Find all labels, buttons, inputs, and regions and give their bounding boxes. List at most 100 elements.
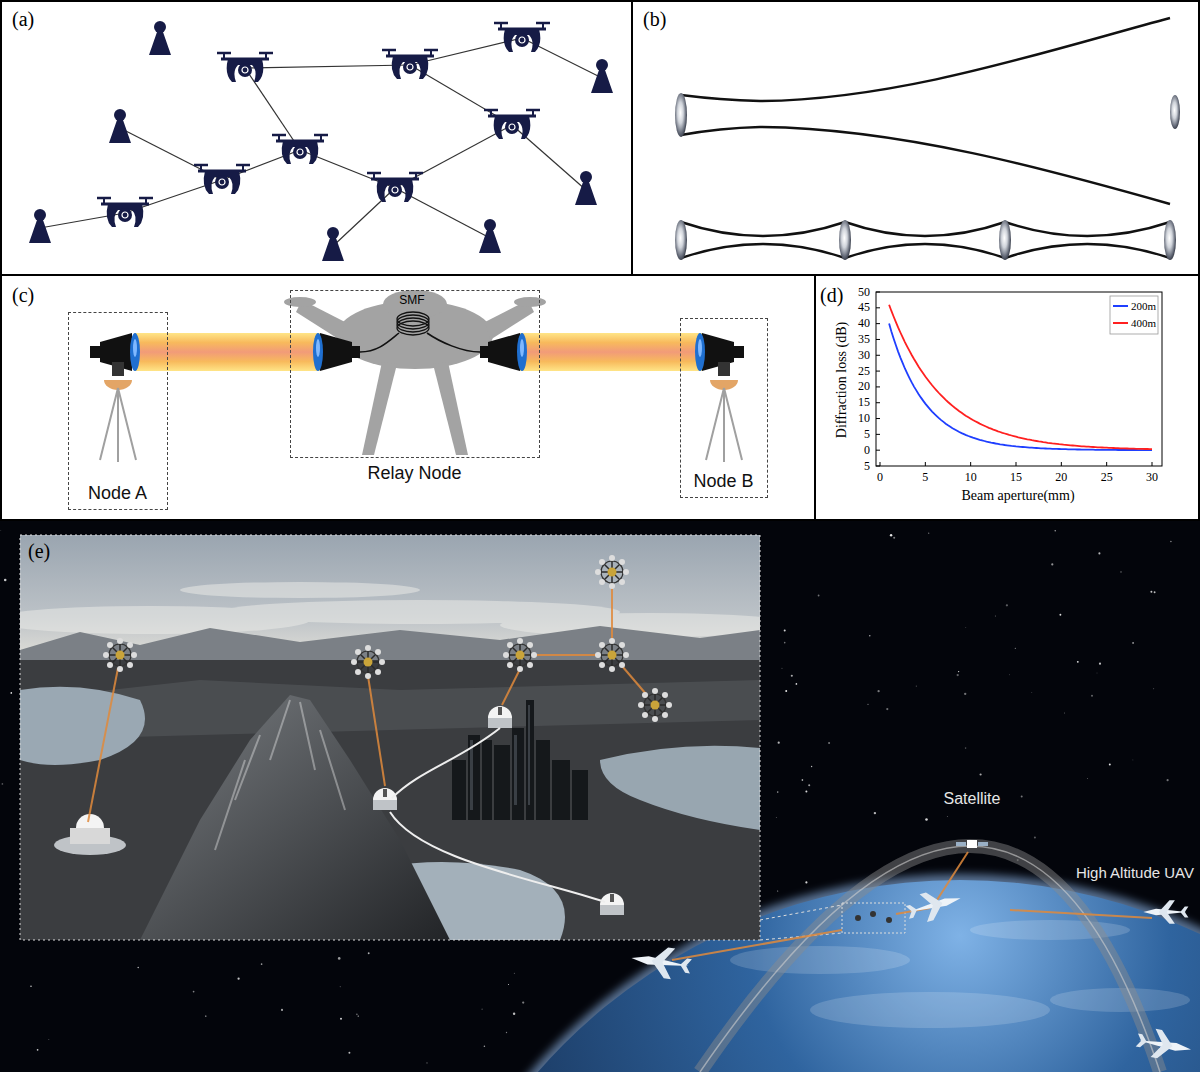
x-tick-label: 15: [1010, 470, 1022, 485]
tripods-part: [718, 362, 730, 376]
space-scene-part-part: [1150, 591, 1152, 593]
space-scene-part-part: [4, 579, 7, 582]
chart-frame-part-part: [876, 434, 880, 435]
telescopes-part: [480, 346, 488, 358]
network-links-part: [245, 65, 410, 68]
space-scene-part-part: [1098, 552, 1100, 554]
space-scene-part-part: [916, 686, 917, 687]
chart-frame-part: [1113, 305, 1128, 307]
space-scene-part-part: [522, 1001, 524, 1003]
scene-label: Satellite: [944, 790, 1001, 808]
y-tick-label: 20: [858, 379, 870, 394]
space-scene-part-part: [994, 615, 996, 617]
chart-frame: [876, 292, 1162, 466]
fiber-coil-part: [360, 333, 399, 352]
chart-frame-part-part: [925, 462, 926, 466]
y-tick-label: 50: [858, 285, 870, 300]
space-scene-part-part: [48, 1039, 49, 1040]
space-scene-part-part: [484, 1045, 486, 1047]
landscape-inset-part: [20, 687, 145, 765]
space-scene-part-part: [802, 779, 804, 781]
chart-frame-part-part: [876, 355, 880, 356]
chart-frame-part-part: [876, 450, 880, 451]
telescopes-part: [133, 339, 137, 357]
landscape-inset-part: [373, 788, 397, 810]
chart-frame-part-part: [880, 462, 881, 466]
space-scene-part-part: [777, 890, 778, 891]
landscape-inset-part-part: [88, 668, 118, 822]
telescopes-part: [517, 333, 527, 371]
fiber-coil-part: [397, 315, 429, 329]
relay-drone-silhouette-part: [514, 297, 546, 307]
space-scene: [0, 521, 1200, 1072]
ground-station-dish: [54, 814, 126, 855]
telescopes-part: [320, 333, 352, 371]
space-scene-part-part: [137, 967, 139, 969]
node-label: Node A: [88, 483, 147, 504]
space-scene-part-part: [338, 957, 341, 960]
landscape-inset-part: [103, 638, 137, 672]
landscape-inset-part-part: [536, 740, 550, 820]
space-scene-part-part: [1021, 795, 1023, 797]
ground-stations-part: [149, 21, 171, 55]
ground-stations-part: [479, 219, 501, 253]
space-scene-part-part: [890, 534, 892, 536]
panel-frames: [1, 1, 1199, 520]
lenses-part: [675, 220, 687, 260]
space-scene-part-part: [1059, 614, 1061, 616]
panel-label: (d): [820, 284, 843, 307]
landscape-inset-part-part: [534, 654, 598, 656]
gaussian-beams-part: [681, 18, 1170, 101]
panel-frames-part: [1, 1, 1199, 520]
space-scene-part-part: [877, 690, 879, 692]
landscape-inset-part-part: [502, 669, 520, 705]
gaussian-beams-part: [681, 127, 1170, 204]
landscape-inset: [20, 535, 760, 940]
x-tick-label: 0: [877, 470, 883, 485]
drones-part: [484, 110, 540, 139]
drones: [97, 23, 550, 227]
relay-drone-silhouette-part: [433, 362, 468, 455]
space-scene-part-part: [1154, 591, 1156, 593]
space-scene-part-part: [778, 742, 780, 744]
chart-frame-part-part: [876, 339, 880, 340]
telescopes-part: [316, 339, 320, 357]
y-tick-label: 45: [858, 300, 870, 315]
space-scene-part-part: [965, 747, 967, 749]
space-scene-part-part: [426, 1062, 427, 1063]
chart-frame-part-part: [1152, 462, 1153, 466]
space-scene-part-part: [805, 791, 807, 793]
landscape-inset-part-part: [552, 760, 570, 820]
space-scene-part-part: [874, 812, 876, 814]
gaussian-beams: [681, 18, 1170, 258]
landscape-inset-part: [488, 706, 512, 728]
panel-frames-part: [814, 275, 816, 520]
space-scene-part-part: [784, 642, 786, 644]
space-scene-part-part: [791, 675, 793, 677]
telescopes-part: [90, 346, 100, 358]
telescopes-part: [488, 333, 520, 371]
chart-frame-part-part: [876, 307, 880, 308]
space-scene-part-part: [818, 595, 820, 597]
space-scene-part: [904, 884, 965, 926]
y-tick-label: 5: [864, 459, 870, 474]
space-scene-part-part: [855, 915, 861, 921]
relay-drone-silhouette-part: [284, 297, 316, 307]
space-scene-part-part: [1167, 779, 1169, 781]
fiber-coil-part: [427, 333, 480, 352]
scene-label: High Altitude UAV: [1076, 864, 1194, 881]
chart-frame-part-part: [1106, 462, 1107, 466]
landscape-inset-part: [470, 705, 530, 810]
landscape-inset-part-part: [482, 740, 492, 820]
ground-stations: [29, 21, 613, 261]
space-scene-part-part: [730, 946, 910, 974]
landscape-inset-part-part: [514, 735, 517, 805]
space-scene-part: [760, 905, 842, 940]
space-scene-part-part: [205, 1015, 206, 1016]
landscape-inset-part-part: [452, 760, 466, 820]
node-label: Relay Node: [367, 463, 461, 484]
network-links: [40, 38, 602, 246]
space-scene-part: [1143, 900, 1188, 923]
chart-frame-part-part: [876, 323, 880, 324]
space-scene-part-part: [937, 852, 968, 900]
